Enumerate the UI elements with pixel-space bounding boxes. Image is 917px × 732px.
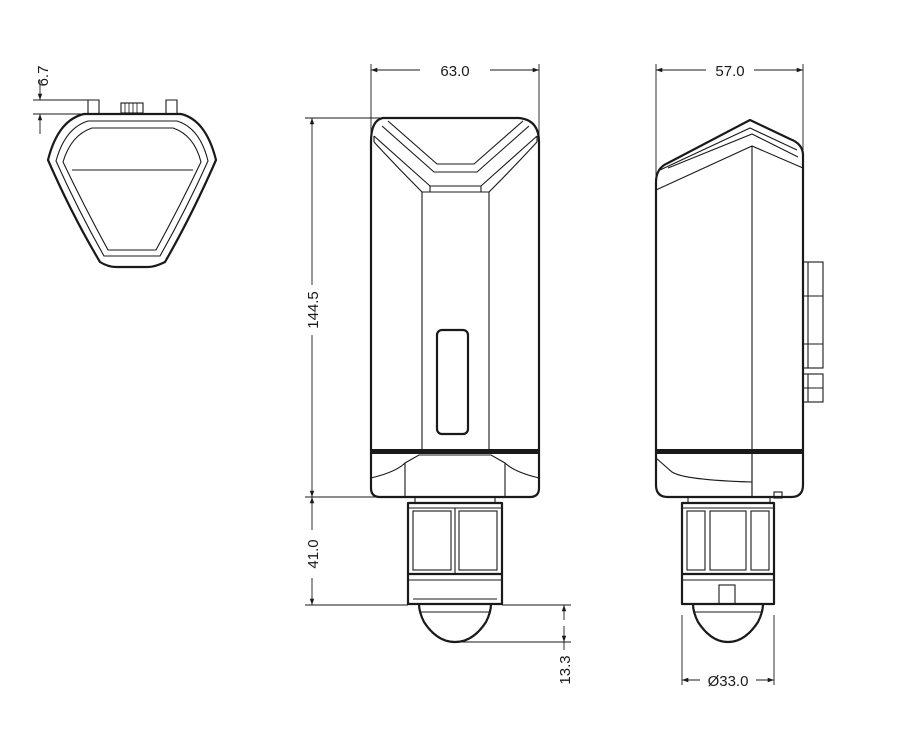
dim-body-height: 144.5 xyxy=(305,117,415,498)
dim-dome-diameter: Ø33.0 xyxy=(681,615,775,690)
dim-label-dome-diameter: Ø33.0 xyxy=(708,673,749,690)
dim-gland-height: 41.0 xyxy=(305,497,408,606)
dim-label-gland-height: 41.0 xyxy=(305,539,322,568)
dim-label-side-width: 57.0 xyxy=(715,63,744,80)
dim-front-width: 63.0 xyxy=(370,63,540,135)
front-view xyxy=(369,116,541,644)
dim-side-width: 57.0 xyxy=(655,63,804,185)
dim-dome-height: 13.3 xyxy=(455,604,574,685)
dim-label-front-width: 63.0 xyxy=(440,63,469,80)
dim-top-view-height: 6.7 xyxy=(33,66,88,134)
dim-label-body-height: 144.5 xyxy=(305,291,322,329)
top-view xyxy=(46,99,218,269)
side-view xyxy=(654,118,824,644)
dim-label-top-view-height: 6.7 xyxy=(35,66,52,87)
dim-label-dome-height: 13.3 xyxy=(557,655,574,684)
